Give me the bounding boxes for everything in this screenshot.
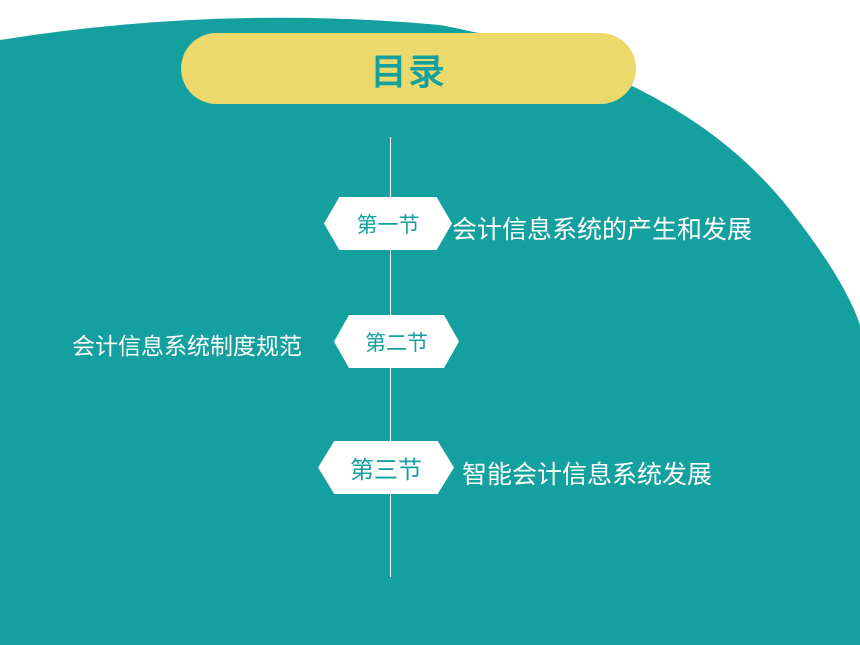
section-tag-3[interactable]: 第三节 <box>318 441 454 494</box>
section-title-3: 智能会计信息系统发展 <box>462 460 713 489</box>
section-title-1: 会计信息系统的产生和发展 <box>452 215 753 244</box>
section-title-2: 会计信息系统制度规范 <box>72 334 302 360</box>
section-tag-1[interactable]: 第一节 <box>324 197 452 250</box>
title-pill: 目录 <box>181 33 636 104</box>
page-title: 目录 <box>370 51 447 93</box>
section-tag-2[interactable]: 第二节 <box>334 315 459 368</box>
section-tag-label: 第三节 <box>350 456 422 484</box>
section-tag-label: 第一节 <box>356 212 420 237</box>
section-tag-label: 第二节 <box>365 330 428 355</box>
